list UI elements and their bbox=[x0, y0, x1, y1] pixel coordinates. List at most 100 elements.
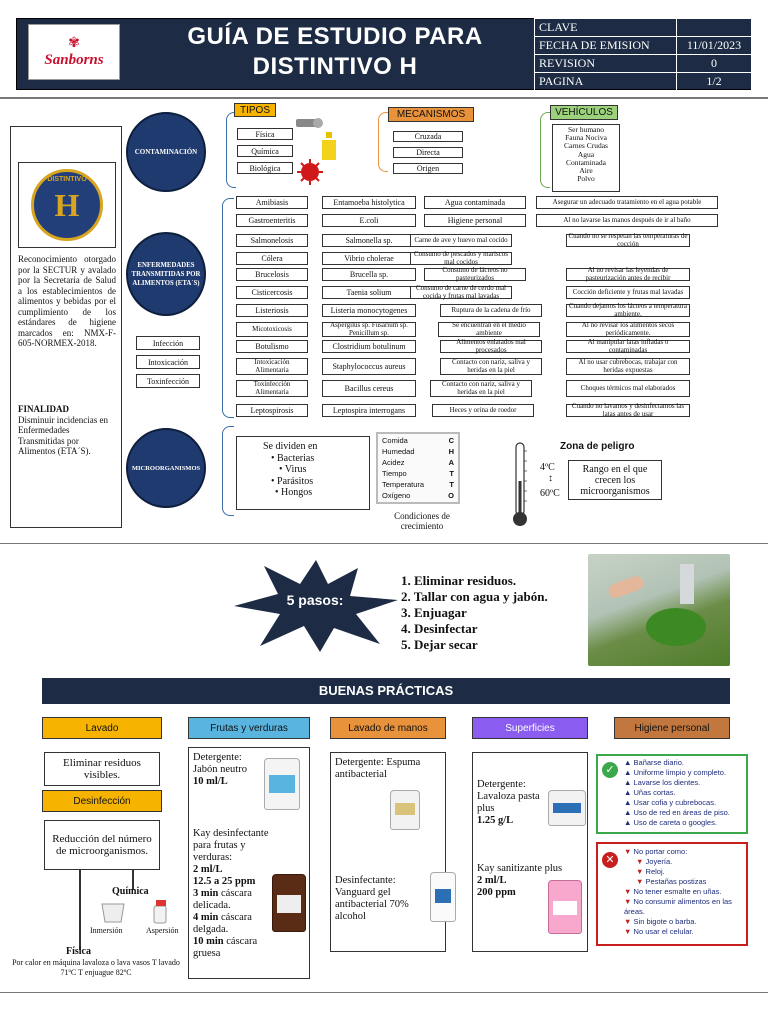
aspersion-label: Aspersión bbox=[146, 926, 179, 935]
eta-cell-p: Al no lavarse las manos después de ir al… bbox=[536, 214, 718, 227]
pasos-title: 5 pasos: bbox=[286, 592, 344, 608]
factors-caption: Condiciones de crecimiento bbox=[394, 511, 450, 531]
checkmark-icon: ✓ bbox=[602, 762, 618, 778]
eta-cell-c: Consumo de carne de cerdo mal cocida y f… bbox=[410, 284, 512, 299]
washing-vegetables-photo bbox=[588, 554, 730, 666]
eta-cell-c: Alimentos enlatados mal procesados bbox=[440, 338, 542, 353]
mecanismos-title: MECANISMOS bbox=[388, 107, 474, 122]
eta-cell-d: Gastroenteritis bbox=[236, 214, 308, 227]
eta-node: ENFERMEDADES TRANSMITIDAS POR ALIMENTOS … bbox=[126, 232, 206, 316]
vehiculos-title: VEHÍCULOS bbox=[550, 105, 618, 120]
zona-peligro-title: Zona de peligro bbox=[560, 441, 635, 452]
frutas-tag: Frutas y verduras bbox=[188, 717, 310, 739]
sanitizer-jug-icon bbox=[548, 880, 582, 934]
tipo-item: Física bbox=[237, 128, 293, 140]
eta-cell-d: Micotoxicosis bbox=[236, 322, 308, 337]
brace bbox=[226, 112, 236, 188]
paso-item: 2. Tallar con agua y jabón. bbox=[401, 589, 548, 604]
gel-bottle-icon bbox=[430, 872, 456, 922]
foam-soap-icon bbox=[390, 790, 420, 830]
eta-cell-a: Aspergilus sp. Fusarium sp. Penicillum s… bbox=[322, 321, 416, 337]
eta-tipo: Infección bbox=[136, 336, 200, 350]
brace bbox=[378, 112, 388, 172]
eta-cell-d: Listeriosis bbox=[236, 304, 308, 317]
tipo-item: Química bbox=[237, 145, 293, 157]
eta-cell-p: Al no revisar los alimentos secos periód… bbox=[566, 321, 690, 337]
divider bbox=[0, 992, 768, 993]
fisica-text: Por calor en máquina lavaloza o lava vas… bbox=[12, 958, 180, 977]
screw-icon bbox=[296, 118, 323, 128]
manos-tag: Lavado de manos bbox=[330, 717, 446, 739]
higiene-do-list: ✓ ▲ Bañarse diario.▲ Uniforme limpio y c… bbox=[596, 754, 748, 834]
temp-low: 4ºC bbox=[540, 462, 555, 473]
paste-tub-icon bbox=[548, 790, 586, 826]
eta-cell-d: Intoxicación Alimentaria bbox=[236, 358, 308, 375]
jug-neutral-soap-icon bbox=[264, 758, 300, 810]
eta-tipo: Toxinfección bbox=[136, 374, 200, 388]
eta-cell-p: Al manipular latas infladas o contaminad… bbox=[566, 338, 690, 353]
chemical-bottle-icon bbox=[322, 132, 336, 160]
spray-bottle-icon bbox=[153, 900, 167, 924]
mecanismo-item: Directa bbox=[393, 147, 463, 158]
eta-cell-p: Choques térmicos mal elaborados bbox=[566, 380, 690, 397]
divider bbox=[0, 97, 768, 99]
eta-cell-p: Cuando dejamos los lácteos a temperatura… bbox=[566, 302, 690, 317]
higiene-dont-list: ✕ ▼ No portar como: ▼ Joyería. ▼ Reloj. … bbox=[596, 842, 748, 946]
manos-box: Detergente: Espuma antibacterial Desinfe… bbox=[330, 752, 446, 952]
frutas-box: Detergente: Jabón neutro 10 ml/L Kay des… bbox=[188, 747, 310, 979]
eta-cell-c: Consumo de pescados y mariscos mal cocid… bbox=[410, 250, 512, 265]
eta-cell-p: Al no revisar las leyendas de pasteuriza… bbox=[566, 266, 690, 281]
arrow-icon: ↕ bbox=[548, 473, 553, 484]
tipos-title: TIPOS bbox=[234, 103, 276, 117]
contaminacion-node: CONTAMINACIÓN bbox=[126, 112, 206, 192]
lavado-text: Eliminar residuos visibles. bbox=[44, 752, 160, 786]
paso-item: 5. Dejar secar bbox=[401, 637, 478, 652]
owl-emblem-icon: ✾ bbox=[68, 36, 80, 51]
pasos-list: 1. Eliminar residuos. 2. Tallar con agua… bbox=[401, 573, 548, 653]
distintivo-badge-frame: DISTINTIVO H bbox=[18, 162, 116, 248]
microorganismos-node: MICROORGANISMOS bbox=[126, 428, 206, 508]
distintivo-description: Reconocimiento otorgado por la SECTUR y … bbox=[18, 254, 116, 348]
eta-cell-d: Botulismo bbox=[236, 340, 308, 353]
sanborns-logo: ✾ Sanborns bbox=[28, 24, 120, 80]
micro-types-box: Se dividen en • Bacterias • Virus • Pará… bbox=[236, 436, 370, 510]
eta-cell-a: Staphylococcus aureus bbox=[322, 358, 416, 375]
eta-cell-d: Brucelosis bbox=[236, 268, 308, 281]
connector bbox=[132, 870, 134, 890]
eta-cell-c: Heces y orina de roedor bbox=[432, 404, 534, 417]
eta-cell-d: Toxinfección Alimentaria bbox=[236, 380, 308, 397]
eta-cell-a: Salmonella sp. bbox=[322, 234, 416, 247]
eta-cell-d: Salmonelosis bbox=[236, 234, 308, 247]
thermometer-icon bbox=[513, 442, 527, 526]
eta-cell-c: Ruptura de la cadena de frío bbox=[440, 304, 542, 317]
eta-cell-a: Brucella sp. bbox=[322, 268, 416, 281]
eta-cell-a: E.coli bbox=[322, 214, 416, 227]
higiene-tag: Higiene personal bbox=[614, 717, 730, 739]
brand-name: Sanborns bbox=[44, 52, 104, 68]
brace bbox=[222, 198, 234, 418]
finalidad-block: FINALIDAD Disminuir incidencias en Enfer… bbox=[18, 404, 108, 456]
eta-cell-a: Listeria monocytogenes bbox=[322, 304, 416, 317]
starburst-shape bbox=[234, 560, 398, 652]
eta-cell-a: Leptospira interrogans bbox=[322, 404, 416, 417]
left-panel bbox=[10, 126, 122, 528]
eta-cell-p: Cuando no lavamos y desinfectamos las la… bbox=[566, 402, 690, 417]
superficies-tag: Superficies bbox=[472, 717, 588, 739]
eta-cell-p: Cuando no se respetan las temperaturas d… bbox=[566, 232, 690, 247]
lavado-tag: Lavado bbox=[42, 717, 162, 739]
paso-item: 1. Eliminar residuos. bbox=[401, 573, 517, 588]
desinfeccion-tag: Desinfección bbox=[42, 790, 162, 812]
eta-cell-c: Carne de ave y huevo mal cocido bbox=[410, 234, 512, 247]
virus-icon bbox=[297, 159, 323, 185]
eta-cell-c: Se encuentran en el medio ambiente bbox=[438, 321, 540, 337]
x-mark-icon: ✕ bbox=[602, 852, 618, 868]
connector bbox=[79, 870, 81, 950]
eta-cell-a: Bacillus cereus bbox=[322, 380, 416, 397]
tipo-item: Biológica bbox=[237, 162, 293, 174]
eta-tipo: Intoxicación bbox=[136, 355, 200, 369]
eta-cell-c: Agua contaminada bbox=[424, 196, 526, 209]
